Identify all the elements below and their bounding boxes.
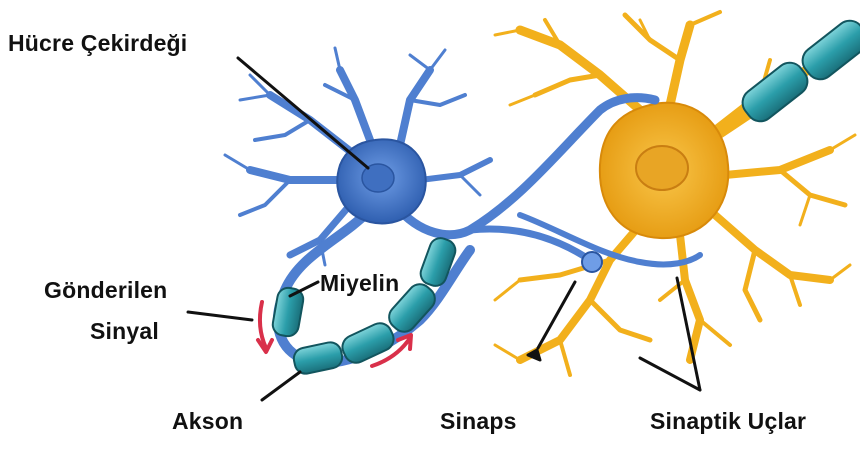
yellow-neuron-nucleus [636, 146, 688, 190]
label-signal-line2: Sinyal [90, 318, 159, 345]
yellow-neuron-soma [600, 103, 728, 238]
leader-signal [188, 312, 252, 320]
leader-nucleus [238, 58, 368, 168]
myelin-sheath [271, 235, 458, 376]
label-signal-line1: Gönderilen [44, 277, 167, 304]
leader-axon [262, 372, 300, 400]
synapse-knob [582, 252, 602, 272]
label-synaptic-terminals: Sinaptik Uçlar [650, 408, 806, 435]
label-myelin: Miyelin [320, 270, 399, 297]
label-synapse: Sinaps [440, 408, 517, 435]
label-nucleus: Hücre Çekirdeği [8, 30, 187, 57]
label-axon: Akson [172, 408, 243, 435]
yellow-neuron-axon [710, 15, 860, 140]
